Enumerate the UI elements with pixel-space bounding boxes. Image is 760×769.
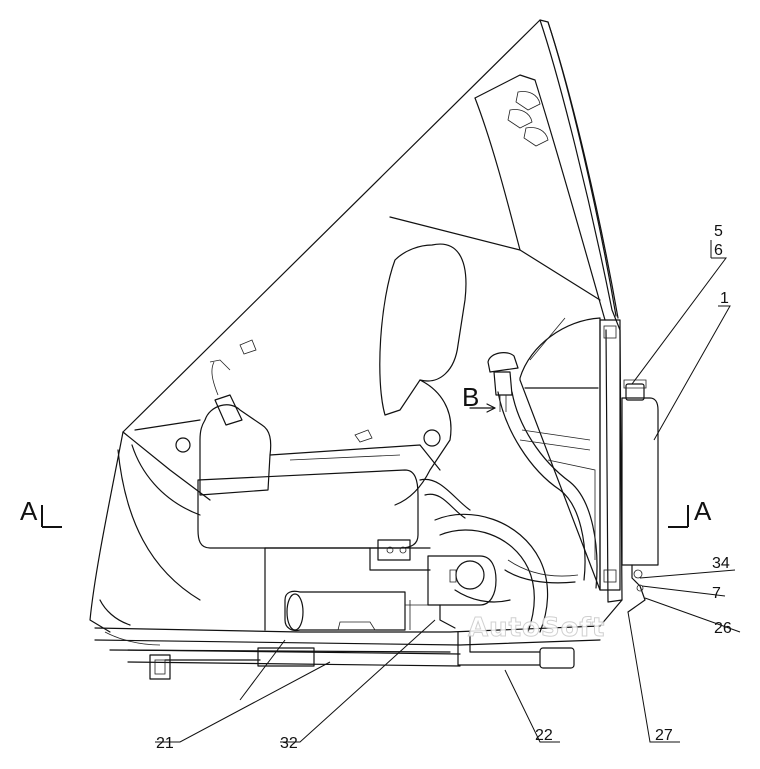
view-label-left: A [20,496,38,526]
callout-22: 22 [535,727,553,744]
callout-34: 34 [712,555,730,572]
leader-lines [155,257,741,743]
callout-7: 7 [712,585,721,602]
callout-26: 26 [714,620,732,637]
joystick-console [175,339,272,496]
radiator-panel [519,317,621,591]
watermark: AutoSoft [468,613,605,643]
callout-5: 5 [714,223,723,240]
cab-frame [89,19,623,633]
view-label-b: B [462,382,479,412]
pump-motor [427,555,497,629]
operator-seat [197,243,467,549]
callout-21: 21 [156,735,174,752]
heater-unit [284,590,440,632]
callout-32: 32 [280,735,298,752]
callout-1: 1 [720,290,729,307]
washer-reservoir [621,379,659,613]
callout-6: 6 [714,242,723,259]
washer-filler-cap [487,352,519,412]
hoses [104,391,598,680]
view-marks [41,403,689,528]
view-label-right: A [694,496,712,526]
callout-27: 27 [655,727,673,744]
